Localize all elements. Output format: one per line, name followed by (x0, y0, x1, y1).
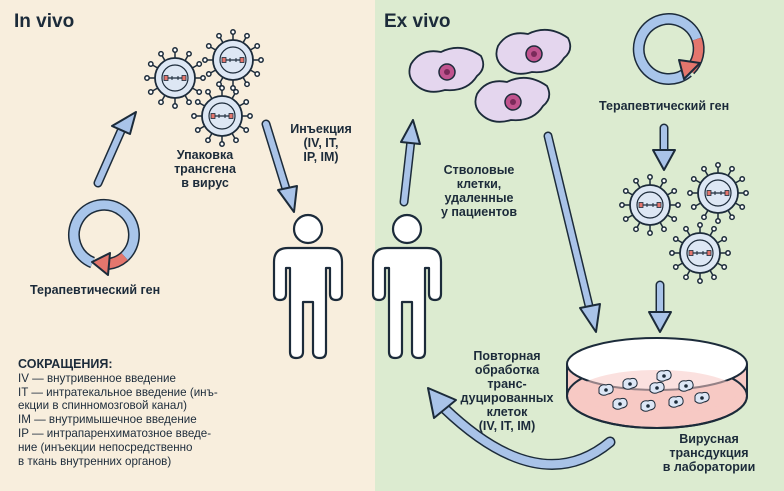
arrow-to-virus-packaging (93, 111, 137, 188)
stem-cells-label: Стволовые клетки, удаленные у пациентов (440, 163, 518, 219)
arrow-to-transduction (648, 280, 672, 333)
arrow-reinjection (427, 387, 616, 470)
abbreviation-line: IT — интратекальное введение (инъ- (18, 385, 218, 399)
arrow-to-virus-packaging-lab (652, 123, 676, 171)
abbreviations-legend: СОКРАЩЕНИЯ: IV — внутривенное введение I… (18, 357, 218, 468)
viral-transduction-label: Вирусная трансдукция в лаборатории (662, 432, 756, 474)
abbreviations-header: СОКРАЩЕНИЯ: (18, 357, 113, 371)
plasmid-icon (632, 13, 705, 85)
plasmid-icon (67, 198, 140, 276)
therapeutic-gene-label: Терапевтический ген (30, 283, 161, 297)
arrow-cell-extraction (399, 119, 421, 207)
abbreviation-line: в ткань внутренних органов) (18, 454, 172, 468)
abbreviation-line: IV — внутривенное введение (18, 371, 176, 385)
abbreviation-line: екции в спинномозговой канал) (18, 399, 187, 413)
abbreviation-line: IM — внутримышечное введение (18, 413, 197, 427)
petri-dish-icon (566, 337, 748, 429)
injection-label: Инъекция (IV, IT, IP, IM) (290, 122, 352, 164)
arrow-injection (261, 119, 298, 213)
arrow-to-lab-dish (543, 131, 601, 333)
packaging-label: Упаковка трансгена в вирус (174, 148, 236, 190)
in-vivo-title: In vivo (14, 11, 75, 32)
abbreviation-line: ние (инъекции непосредственно (18, 440, 193, 454)
ex-vivo-title: Ex vivo (384, 11, 451, 32)
reinjection-label: Повторная обработка транс- дуцированных … (460, 349, 554, 433)
abbreviation-line: IP — интрапаренхиматозное введе- (18, 426, 212, 440)
therapeutic-gene-label: Терапевтический ген (599, 99, 730, 113)
